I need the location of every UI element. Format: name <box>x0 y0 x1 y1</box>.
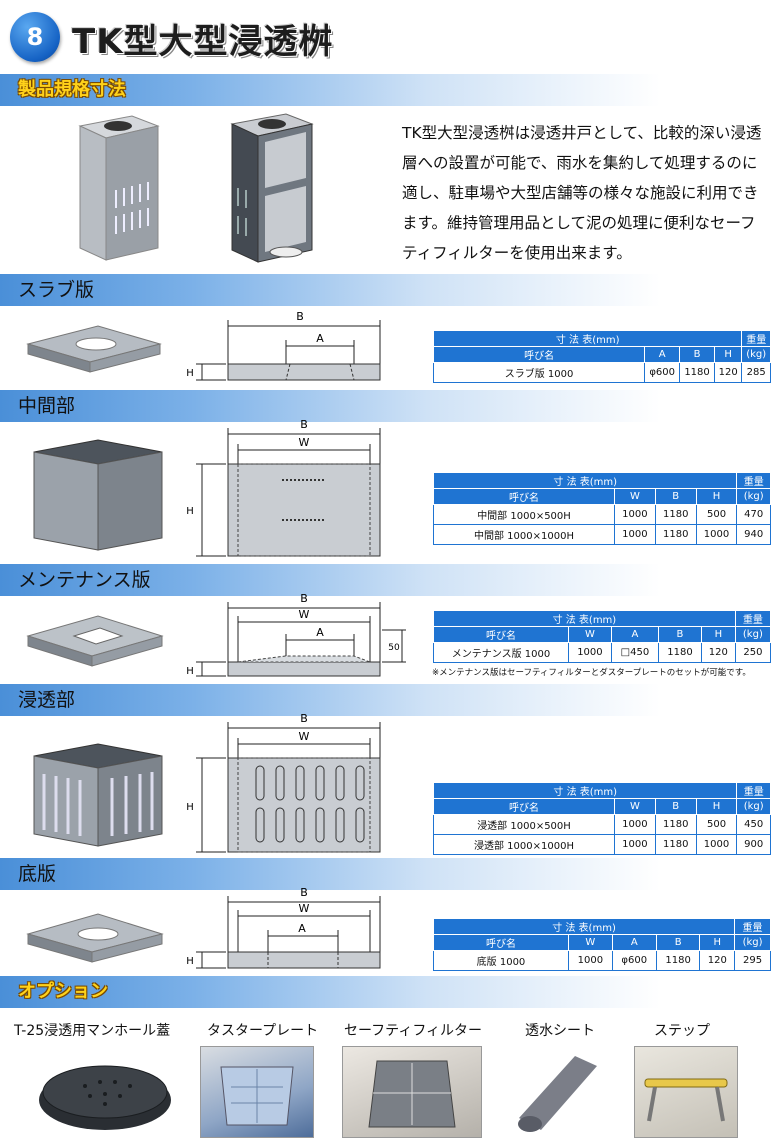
bottom-slab-image <box>26 913 164 963</box>
maintenance-dimension-drawing: B W A H 50 <box>186 594 406 677</box>
full-unit-image <box>78 115 160 261</box>
slab-section-label: スラブ版 <box>18 279 95 301</box>
options-section-label: オプション <box>18 981 108 1002</box>
infiltration-section-bar: 浸透部 <box>0 684 777 716</box>
spec-section-label: 製品規格寸法 <box>18 79 126 100</box>
infiltration-part-image <box>33 743 163 847</box>
middle-part-image <box>33 439 163 551</box>
dim-A-label: A <box>298 922 306 935</box>
dim-B-label: B <box>300 418 308 431</box>
section-number-badge: 8 <box>10 12 60 62</box>
manhole-cover-image <box>39 1065 171 1130</box>
bottom-section-bar: 底版 <box>0 858 777 890</box>
option-label-permeable-sheet: 透水シート <box>525 1023 595 1039</box>
option-label-manhole-cover: T-25浸透用マンホール蓋 <box>14 1023 171 1039</box>
dim-B-label: B <box>300 888 308 899</box>
page-title: TK型大型浸透桝 <box>72 22 334 62</box>
option-label-safety-filter: セーフティフィルター <box>344 1023 483 1039</box>
dim-W-label: W <box>299 608 310 621</box>
slab-section-bar: スラブ版 <box>0 274 777 306</box>
middle-section-bar: 中間部 <box>0 390 777 422</box>
dim-H-label: H <box>186 802 194 813</box>
dim-W-label: W <box>299 436 310 449</box>
infiltration-section-label: 浸透部 <box>18 689 76 711</box>
maintenance-slab-image <box>26 615 164 667</box>
product-description: TK型大型浸透桝は浸透井戸として、比較的深い浸透層への設置が可能で、雨水を集約し… <box>402 124 762 262</box>
dim-B-label: B <box>300 594 308 605</box>
dim-H-label: H <box>186 666 194 677</box>
dim-B-label: B <box>296 310 304 323</box>
bottom-section-label: 底版 <box>18 863 57 885</box>
dim-B-label: B <box>300 712 308 725</box>
product-illustration <box>78 113 314 263</box>
dim-H-label: H <box>186 368 194 379</box>
middle-dimension-drawing: B W H <box>186 418 381 557</box>
duster-plate-image <box>200 1046 314 1138</box>
dim-H-label: H <box>186 506 194 517</box>
dim-A-label: A <box>316 332 324 345</box>
maintenance-section-bar: メンテナンス版 <box>0 564 777 596</box>
middle-section-label: 中間部 <box>18 395 76 417</box>
option-label-duster-plate: タスタープレート <box>207 1023 319 1039</box>
infiltration-dimension-drawing: B W H <box>186 712 381 853</box>
permeable-sheet-image <box>518 1056 597 1132</box>
spec-section-bar: 製品規格寸法 <box>0 74 777 106</box>
safety-filter-image <box>342 1046 482 1138</box>
slab-image <box>26 325 162 373</box>
dim-H-label: H <box>186 956 194 967</box>
maintenance-section-label: メンテナンス版 <box>18 569 151 591</box>
dim-W-label: W <box>299 902 310 915</box>
maintenance-note: ※メンテナンス版はセーフティフィルターとダスタープレートのセットが可能です。 <box>432 668 751 678</box>
dim-A-label: A <box>316 626 324 639</box>
slab-dimension-drawing: B A H <box>186 310 381 381</box>
option-label-step: ステップ <box>654 1023 710 1039</box>
dim-50-label: 50 <box>388 643 400 653</box>
step-image <box>634 1046 738 1138</box>
bottom-dimension-drawing: B W A H <box>186 888 381 969</box>
options-section-bar: オプション <box>0 976 777 1008</box>
cutaway-unit-image <box>230 113 314 263</box>
dim-W-label: W <box>299 730 310 743</box>
